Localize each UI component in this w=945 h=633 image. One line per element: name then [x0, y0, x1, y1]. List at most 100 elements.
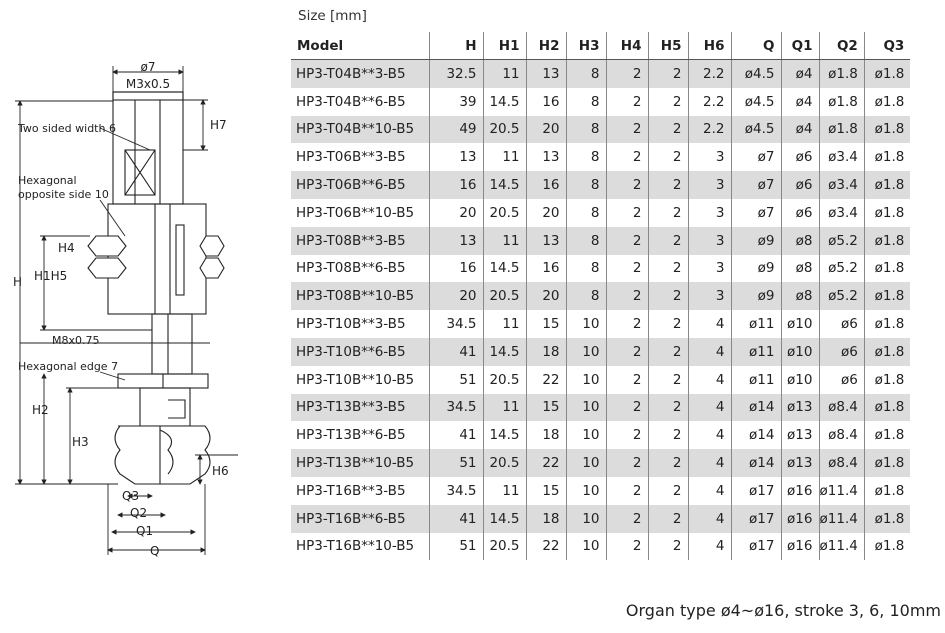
value-cell: 8: [565, 198, 606, 227]
model-cell: HP3-T04B**6-B5: [296, 93, 406, 110]
value-cell: 4: [687, 393, 731, 422]
value-cell: 16: [525, 87, 566, 116]
value-cell: ø1.8: [863, 254, 911, 283]
model-cell: HP3-T04B**10-B5: [291, 115, 429, 144]
value-cell: 14.5: [482, 254, 526, 283]
value-cell: ø4: [780, 115, 819, 144]
value-cell: 10: [565, 393, 606, 422]
value-cell: 41: [428, 421, 483, 450]
value-cell: ø13: [780, 449, 819, 477]
value-cell: 3: [687, 226, 731, 255]
q3-label: Q3: [122, 489, 139, 503]
model-cell: HP3-T06B**6-B5: [291, 171, 429, 199]
value-cell: 3: [687, 143, 731, 172]
value-cell: ø1.8: [863, 532, 911, 561]
value-cell: 2: [647, 282, 688, 311]
value-cell: 10: [565, 449, 606, 477]
value-cell: 32.5: [428, 59, 483, 88]
value-cell: ø1.8: [863, 143, 911, 172]
h-label: H: [13, 275, 22, 289]
value-cell: ø1.8: [863, 421, 911, 450]
value-cell: 34.5: [428, 393, 483, 422]
value-cell: 2: [647, 59, 688, 88]
value-cell: 13: [525, 143, 566, 172]
column-header-q1: Q1: [780, 32, 819, 60]
value-cell: 2.2: [687, 59, 731, 88]
hex-nut-upper: [87, 235, 127, 257]
value-cell: ø9: [730, 226, 781, 255]
size-unit-label: Size [mm]: [298, 8, 367, 24]
value-cell: 2: [605, 143, 648, 172]
value-cell: 11: [482, 59, 526, 88]
value-cell: 2: [647, 254, 688, 283]
hex-opposite-label-1: Hexagonal: [18, 174, 77, 187]
value-cell: ø11.4: [818, 476, 865, 505]
value-cell: 2: [647, 393, 688, 422]
value-cell: 15: [525, 310, 566, 338]
value-cell: 2: [605, 365, 648, 394]
value-cell: 2: [605, 282, 648, 311]
value-cell: 15: [525, 393, 566, 422]
value-cell: ø3.4: [818, 171, 865, 199]
value-cell: ø13: [780, 421, 819, 450]
two-sided-width-label: Two sided width 6: [17, 122, 116, 135]
value-cell: 15: [525, 476, 566, 505]
value-cell: ø8.4: [818, 421, 865, 450]
value-cell: ø17: [730, 476, 781, 505]
value-cell: 2: [647, 421, 688, 450]
model-cell: HP3-T08B**3-B5: [291, 226, 429, 255]
model-cell: HP3-T16B**6-B5: [291, 504, 429, 533]
value-cell: 8: [565, 282, 606, 311]
value-cell: 11: [482, 310, 526, 338]
vacuum-pad-technical-drawing: ø7 M3x0.5 Two sided width 6 H7 Hexagonal…: [13, 60, 238, 558]
bellows: [114, 425, 211, 485]
value-cell: 18: [525, 421, 566, 450]
value-cell: ø1.8: [863, 310, 911, 338]
value-cell: ø11: [730, 337, 781, 366]
column-header-q: Q: [730, 32, 781, 60]
value-cell: ø11.4: [818, 504, 865, 533]
model-cell: HP3-T06B**10-B5: [296, 204, 415, 221]
value-cell: 2: [647, 226, 688, 255]
value-cell: 13: [525, 226, 566, 255]
value-cell: 10: [565, 337, 606, 366]
column-header-q2: Q2: [818, 32, 865, 60]
value-cell: 4: [687, 337, 731, 366]
value-cell: ø14: [730, 393, 781, 422]
value-cell: ø4: [780, 59, 819, 88]
value-cell: ø1.8: [863, 87, 911, 116]
model-cell: HP3-T10B**3-B5: [296, 316, 406, 333]
column-header-h3: H3: [565, 32, 606, 60]
h1h5-label: H1H5: [34, 269, 67, 283]
value-cell: 2.2: [687, 87, 731, 116]
value-cell: 13: [525, 59, 566, 88]
hex-body: [107, 203, 207, 315]
value-cell: ø16: [780, 532, 819, 561]
value-cell: ø1.8: [818, 115, 865, 144]
value-cell: 2: [605, 449, 648, 477]
value-cell: 10: [565, 421, 606, 450]
value-cell: ø8: [780, 282, 819, 311]
value-cell: 4: [687, 449, 731, 477]
value-cell: 8: [565, 115, 606, 144]
value-cell: 4: [687, 365, 731, 394]
value-cell: ø1.8: [863, 171, 911, 199]
model-cell: HP3-T13B**10-B5: [291, 449, 429, 477]
value-cell: ø1.8: [818, 59, 865, 88]
value-cell: ø3.4: [818, 143, 865, 172]
column-header-q3: Q3: [863, 32, 911, 60]
model-cell: HP3-T06B**3-B5: [296, 149, 406, 166]
value-cell: ø1.8: [818, 87, 865, 116]
column-header-model: Model: [291, 32, 429, 60]
value-cell: 3: [687, 171, 731, 199]
value-cell: ø1.8: [863, 504, 911, 533]
value-cell: 20.5: [482, 449, 526, 477]
value-cell: 4: [687, 532, 731, 561]
value-cell: 20.5: [482, 198, 526, 227]
column-header-h: H: [428, 32, 483, 60]
